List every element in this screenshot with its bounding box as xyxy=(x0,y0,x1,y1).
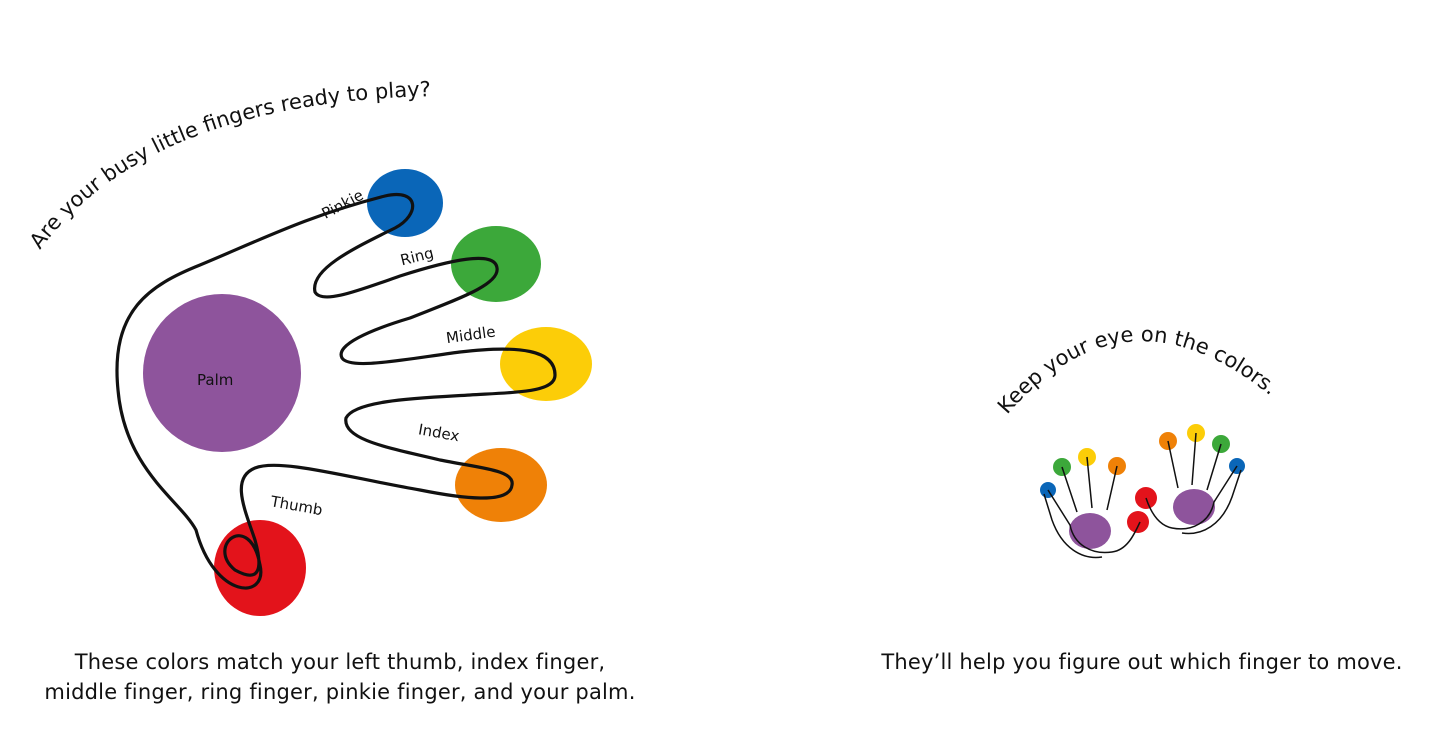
two-hands-illustration: Keep your eye on the colors. xyxy=(993,322,1282,559)
right-caption: They’ll help you figure out which finger… xyxy=(881,650,1403,674)
palm-circle xyxy=(143,294,301,452)
label-pinkie: Pinkie xyxy=(319,186,367,223)
index-dot xyxy=(455,448,547,522)
hand-outline xyxy=(115,193,557,590)
pinkie-dot xyxy=(367,169,443,237)
left-hand-illustration: Are your busy little fingers ready to pl… xyxy=(25,77,592,616)
right-heading: Keep your eye on the colors. xyxy=(993,322,1282,418)
small-left-palm xyxy=(1069,513,1111,549)
small-left-thumb xyxy=(1127,511,1149,533)
small-right-palm xyxy=(1173,489,1215,525)
left-caption-line2: middle finger, ring finger, pinkie finge… xyxy=(44,680,636,704)
label-middle: Middle xyxy=(445,323,497,348)
left-caption: These colors match your left thumb, inde… xyxy=(20,647,660,707)
label-thumb: Thumb xyxy=(268,492,324,519)
right-page: Keep your eye on the colors. They’ll hel… xyxy=(722,0,1445,735)
small-left-hand xyxy=(1040,448,1149,559)
left-heading: Are your busy little fingers ready to pl… xyxy=(25,77,431,253)
middle-dot xyxy=(500,327,592,401)
label-palm: Palm xyxy=(197,371,233,389)
label-index: Index xyxy=(417,420,461,445)
left-caption-line1: These colors match your left thumb, inde… xyxy=(74,650,606,674)
small-right-hand xyxy=(1135,424,1245,535)
left-page: Are your busy little fingers ready to pl… xyxy=(0,0,720,735)
